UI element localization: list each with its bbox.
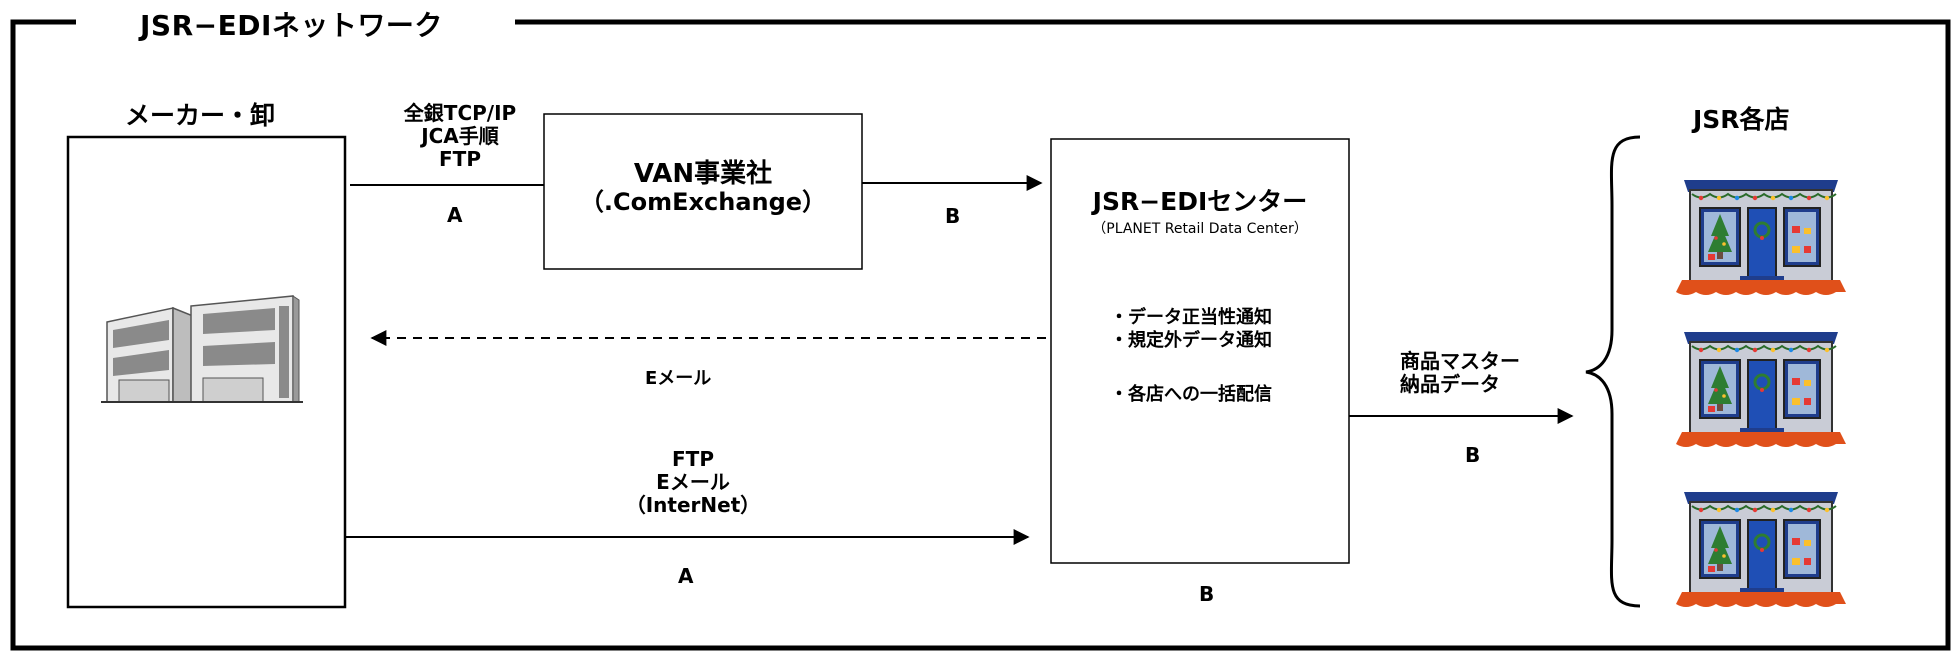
maker-to-center-protocols: FTP Eメール （InterNet） <box>593 448 793 517</box>
van-box <box>543 113 863 270</box>
network-frame <box>10 19 1951 651</box>
van-label: VAN事業社 （.ComExchange） <box>544 160 862 215</box>
center-function: ・各店への一括配信 <box>1110 383 1272 405</box>
data-label: 納品データ <box>1400 372 1500 396</box>
store-front-icon <box>1674 490 1848 609</box>
center-title: JSR−EDIセンター <box>1092 187 1308 216</box>
data-label: 商品マスター <box>1400 349 1520 373</box>
van-to-center-grade: B <box>945 204 961 228</box>
store-front-icon <box>1674 178 1848 297</box>
maker-title: メーカー・卸 <box>125 101 276 130</box>
center-to-maker-label: Eメール <box>645 368 712 389</box>
store-front-icon <box>1674 330 1848 449</box>
center-subtitle: （PLANET Retail Data Center） <box>1092 221 1308 237</box>
center-to-stores-data: 商品マスター 納品データ <box>1400 350 1520 396</box>
maker-to-van-grade: A <box>447 203 463 227</box>
protocol-label: FTP <box>672 447 714 471</box>
center-function-list: ・データ正当性通知 ・規定外データ通知 ・各店への一括配信 <box>1110 306 1272 406</box>
protocol-label: Eメール <box>656 470 730 494</box>
center-grade: B <box>1199 582 1215 606</box>
protocol-label: 全銀TCP/IP <box>403 101 517 125</box>
frame-title: JSR−EDIネットワーク <box>140 9 443 42</box>
protocol-label: JCA手順 <box>421 124 499 148</box>
office-building-icon <box>101 295 303 403</box>
van-sub: （.ComExchange） <box>579 187 827 216</box>
center-box <box>1050 138 1350 564</box>
center-function: ・データ正当性通知 <box>1110 307 1272 328</box>
maker-to-van-protocols: 全銀TCP/IP JCA手順 FTP <box>360 102 560 171</box>
center-to-stores-grade: B <box>1465 443 1481 467</box>
center-function: ・規定外データ通知 <box>1110 330 1272 352</box>
stores-title: JSR各店 <box>1693 105 1790 134</box>
stores-brace <box>1585 135 1641 608</box>
van-name: VAN事業社 <box>633 159 773 189</box>
maker-to-center-grade: A <box>678 564 694 588</box>
protocol-label: FTP <box>439 147 481 171</box>
protocol-label: （InterNet） <box>625 493 761 517</box>
